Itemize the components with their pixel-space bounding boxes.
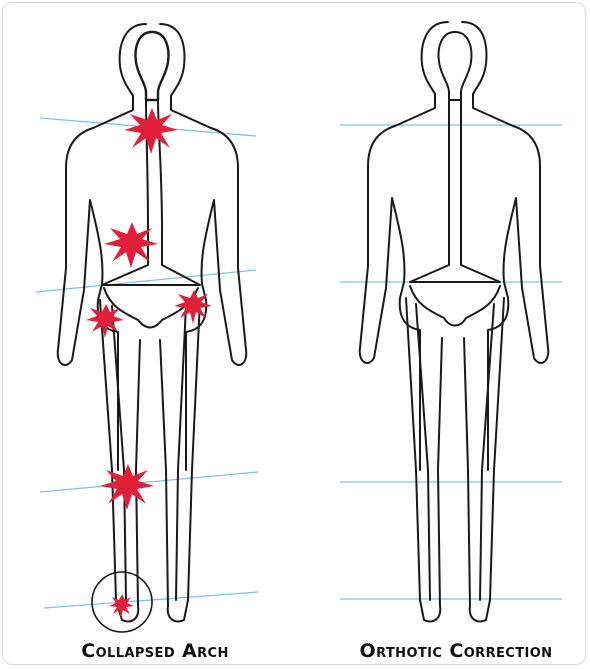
- starburst-icon: [124, 108, 178, 154]
- right-level-lines: [340, 125, 562, 599]
- left-femur-right: [176, 306, 186, 600]
- caption-orthotic-correction: Orthotic Correction: [330, 640, 582, 662]
- level-line-knee: [40, 472, 258, 492]
- right-leg-right: [464, 298, 504, 621]
- right-body-contour-left: [360, 22, 448, 470]
- right-leg-left: [406, 298, 442, 621]
- left-pelvis: [104, 288, 198, 328]
- starburst-icon: [100, 464, 154, 510]
- left-head-inner: [136, 32, 169, 100]
- right-pelvis: [410, 286, 500, 326]
- right-figure: [340, 22, 562, 621]
- starburst-icon: [104, 222, 158, 268]
- right-head-inner: [439, 32, 472, 100]
- right-body-outline: [360, 22, 549, 621]
- starburst-icon: [109, 594, 134, 618]
- left-leg-left: [100, 300, 140, 621]
- left-leg-right: [160, 300, 200, 621]
- right-spine: [410, 100, 500, 282]
- right-body-contour-right: [462, 22, 548, 470]
- left-figure: [36, 24, 258, 632]
- caption-collapsed-arch: Collapsed Arch: [45, 640, 265, 662]
- left-body-contour-right: [160, 24, 246, 470]
- level-line-hip: [36, 270, 256, 292]
